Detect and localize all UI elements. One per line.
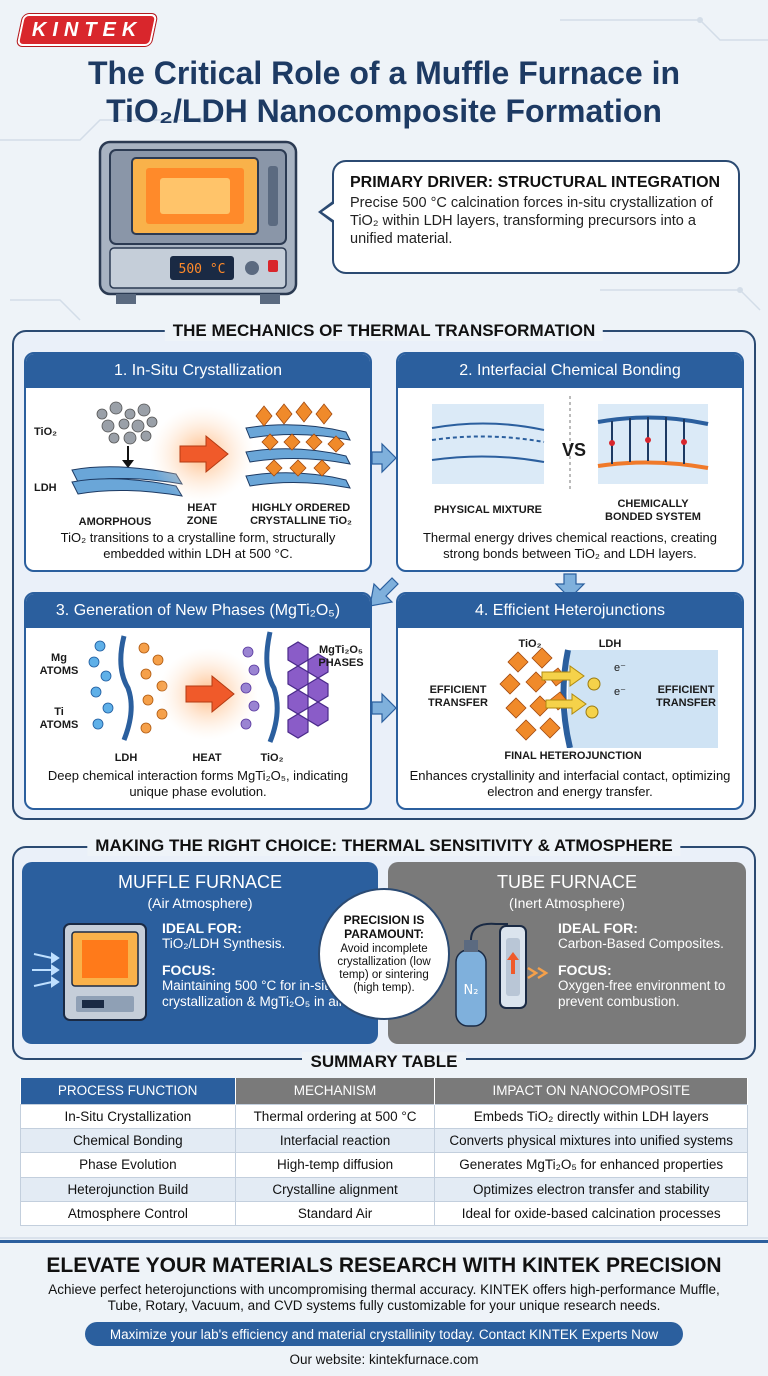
- tube-furnace-atmosphere: (Inert Atmosphere): [509, 895, 625, 911]
- muffle-ideal-for: IDEAL FOR:TiO₂/LDH Synthesis.: [162, 920, 286, 951]
- heterojunction-diagram: [499, 647, 718, 748]
- panel-4-caption: Enhances crystallinity and interfacial c…: [409, 768, 731, 799]
- nitrogen-label: N₂: [464, 983, 479, 998]
- website-link[interactable]: Our website: kintekfurnace.com: [289, 1352, 479, 1367]
- precision-text: Avoid incomplete crystallization (low te…: [337, 943, 431, 994]
- muffle-furnace-card: MUFFLE FURNACE (Air Atmosphere) IDEAL FO…: [22, 862, 378, 1044]
- cta-divider: [0, 1240, 768, 1243]
- tube-focus: FOCUS:Oxygen-free environment to prevent…: [558, 962, 726, 1009]
- tube-furnace-icon: N₂: [455, 922, 527, 1027]
- primary-driver-heading: PRIMARY DRIVER: STRUCTURAL INTEGRATION: [350, 174, 721, 191]
- cta-text: Achieve perfect heterojunctions with unc…: [48, 1282, 720, 1313]
- bonding-diagram: [431, 396, 709, 492]
- panel-heterojunctions: 4. Efficient Heterojunctions TiO₂ LDH e⁻…: [396, 592, 744, 810]
- summary-header-impact: IMPACT ON NANOCOMPOSITE: [434, 1078, 748, 1104]
- cta-heading: ELEVATE YOUR MATERIALS RESEARCH WITH KIN…: [46, 1254, 722, 1277]
- muffle-focus: FOCUS:Maintaining 500 °C for in-situ cry…: [162, 962, 347, 1009]
- phase-generation-diagram: [88, 631, 329, 743]
- mechanics-section-title: THE MECHANICS OF THERMAL TRANSFORMATION: [164, 321, 604, 341]
- muffle-furnace-name: MUFFLE FURNACE: [117, 872, 282, 892]
- tube-ideal-for: IDEAL FOR:Carbon-Based Composites.: [558, 920, 724, 951]
- precision-heading: PRECISION IS PARAMOUNT:: [343, 913, 425, 941]
- page-title: The Critical Role of a Muffle Furnace in…: [87, 55, 681, 129]
- tube-furnace-name: TUBE FURNACE: [496, 872, 637, 892]
- panel-in-situ-crystallization: 1. In-Situ Crystallization: [24, 352, 372, 572]
- panel-2-caption: Thermal energy drives chemical reactions…: [422, 530, 718, 561]
- summary-table: PROCESS FUNCTION MECHANISM IMPACT ON NAN…: [20, 1078, 748, 1227]
- muffle-furnace-icon: [32, 923, 147, 1021]
- panel-4-title: 4. Efficient Heterojunctions: [398, 594, 742, 628]
- primary-driver-callout: PRIMARY DRIVER: STRUCTURAL INTEGRATION P…: [318, 160, 740, 274]
- arrow-right-icon: [527, 966, 549, 980]
- panel-3-title: 3. Generation of New Phases (MgTi₂O₅): [26, 594, 370, 628]
- panel-1-caption: TiO₂ transitions to a crystalline form, …: [60, 530, 336, 561]
- panel-2-title: 2. Interfacial Chemical Bonding: [398, 354, 742, 388]
- furnace-display-text: 500 °C: [179, 262, 226, 277]
- panel-3-caption: Deep chemical interaction forms MgTi₂O₅,…: [47, 768, 349, 799]
- muffle-furnace-illustration: 500 °C: [98, 140, 298, 304]
- choice-section-title: MAKING THE RIGHT CHOICE: THERMAL SENSITI…: [87, 836, 681, 856]
- panel-interfacial-bonding: 2. Interfacial Chemical Bonding VS PHYSI…: [396, 352, 744, 572]
- contact-experts-button[interactable]: Maximize your lab's efficiency and mater…: [85, 1322, 683, 1346]
- muffle-furnace-atmosphere: (Air Atmosphere): [147, 895, 253, 911]
- summary-header-mechanism: MECHANISM: [235, 1078, 436, 1104]
- panel-1-title: 1. In-Situ Crystallization: [26, 354, 370, 388]
- precision-callout: PRECISION IS PARAMOUNT: Avoid incomplete…: [318, 888, 450, 1020]
- mechanics-flow-arrows: [369, 442, 586, 724]
- panel-new-phases: 3. Generation of New Phases (MgTi₂O₅) Mg: [24, 592, 372, 810]
- crystallization-diagram: [71, 401, 351, 502]
- primary-driver-text: Precise 500 °C calcination forces in-sit…: [350, 195, 713, 247]
- summary-header-process: PROCESS FUNCTION: [20, 1078, 236, 1104]
- summary-title: SUMMARY TABLE: [0, 1052, 768, 1072]
